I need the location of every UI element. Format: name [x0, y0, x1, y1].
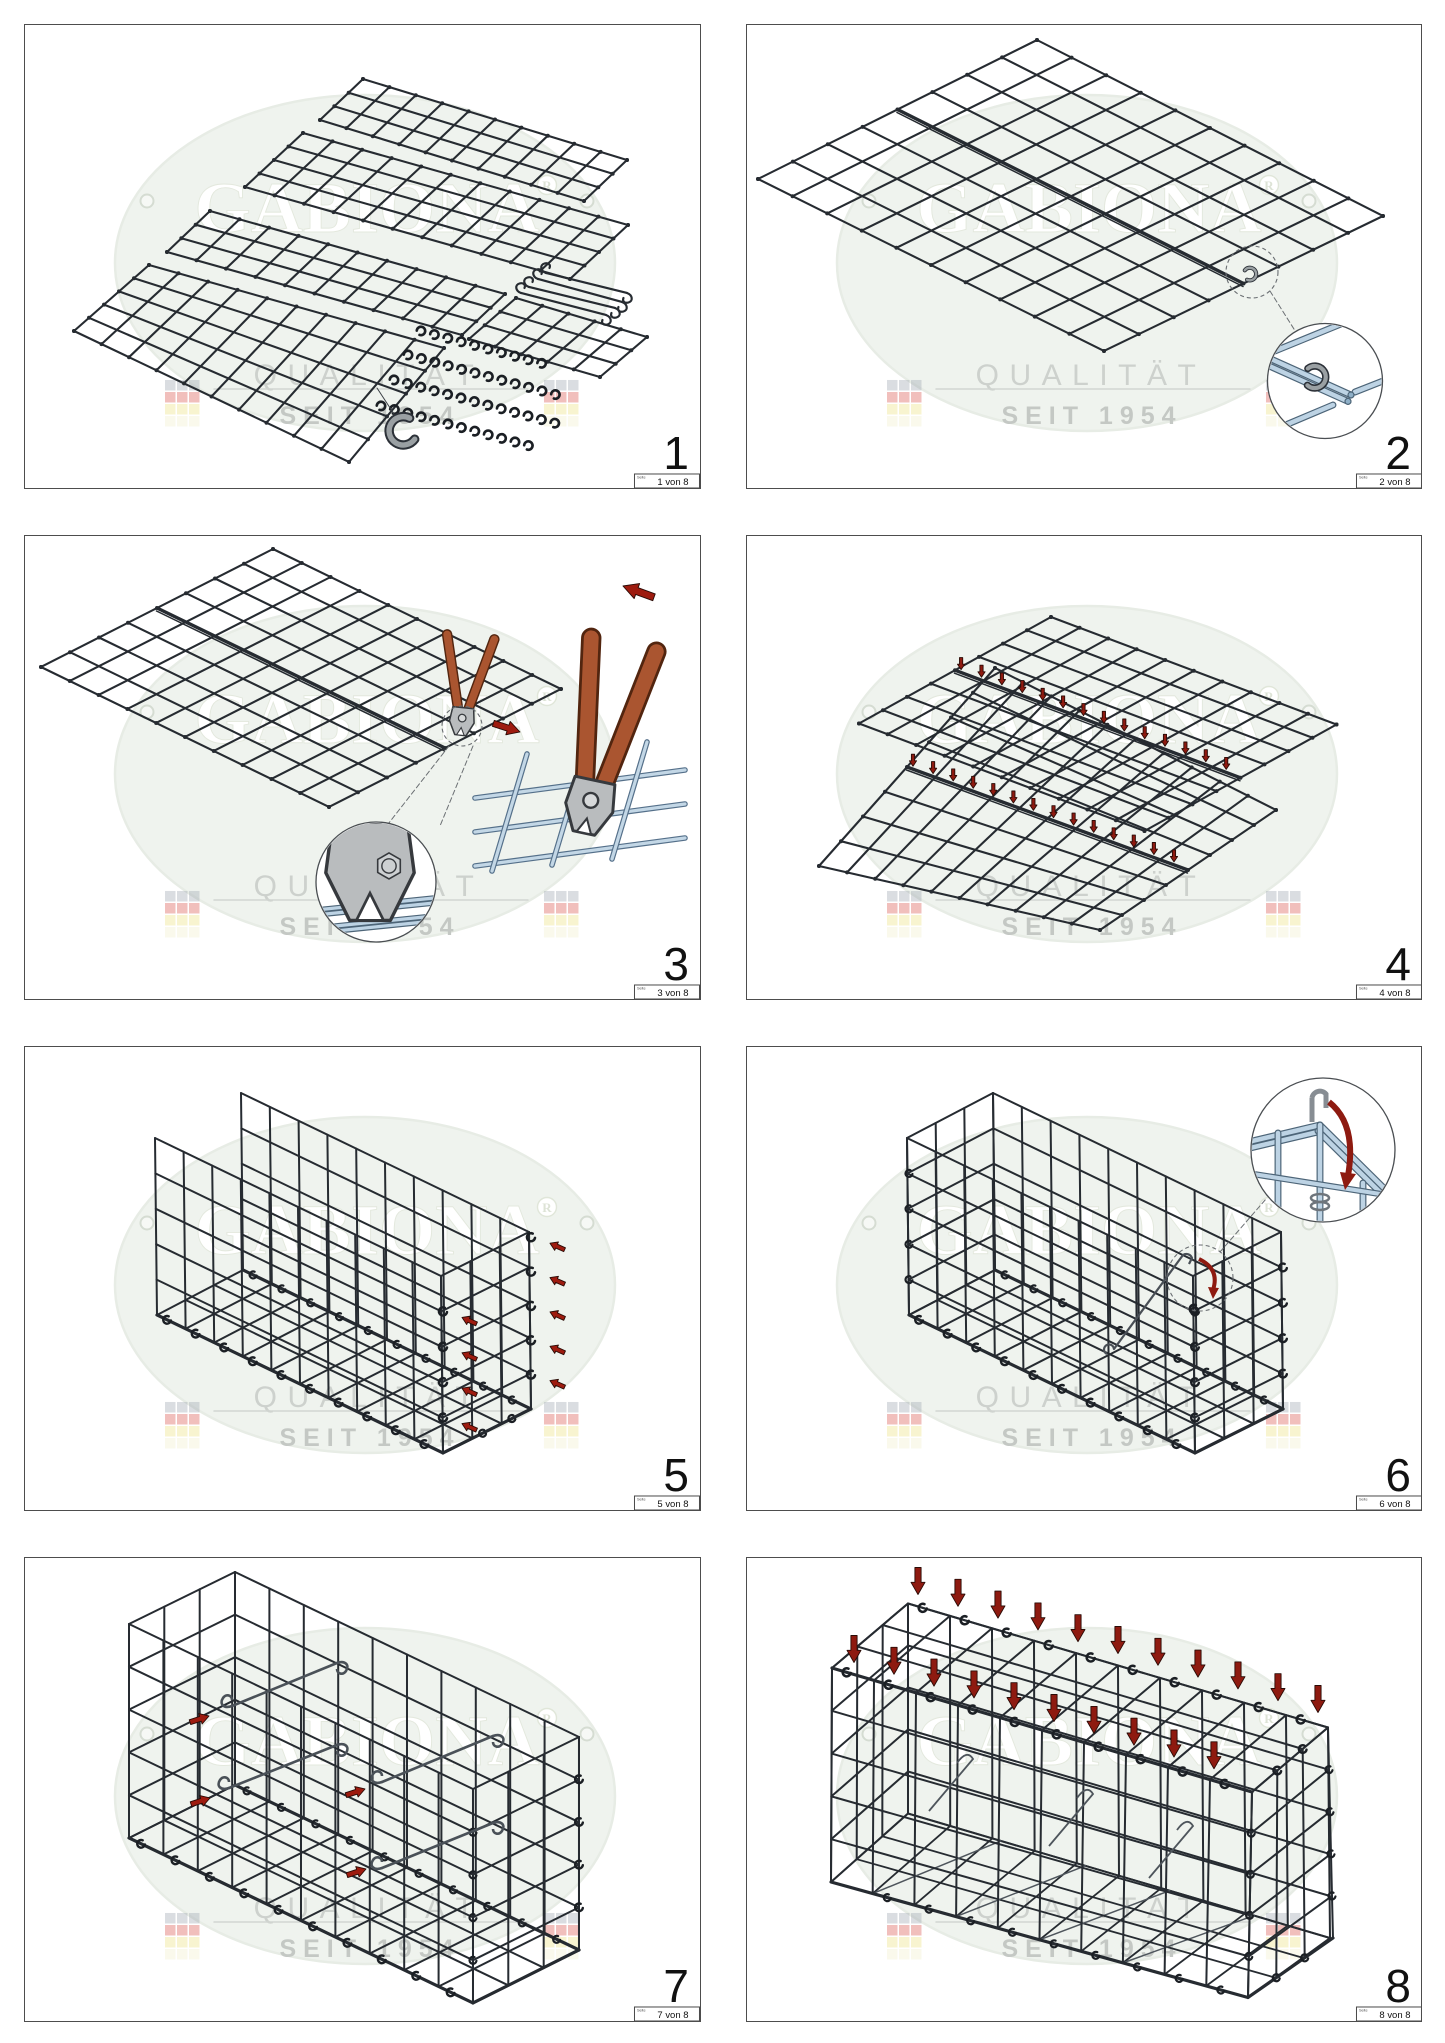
- svg-text:4: 4: [1385, 938, 1411, 990]
- svg-text:SEIT 1954: SEIT 1954: [279, 1935, 460, 1963]
- svg-text:Seite: Seite: [637, 1497, 646, 1501]
- svg-text:R: R: [1264, 1200, 1274, 1215]
- svg-text:Seite: Seite: [1359, 475, 1368, 479]
- svg-text:Seite: Seite: [637, 986, 646, 990]
- svg-text:SEIT 1954: SEIT 1954: [1001, 913, 1182, 941]
- svg-text:SEIT 1954: SEIT 1954: [1001, 401, 1182, 429]
- svg-text:Seite: Seite: [1359, 1497, 1368, 1501]
- svg-text:Seite: Seite: [1359, 2008, 1368, 2012]
- svg-text:1 von 8: 1 von 8: [657, 476, 688, 487]
- svg-text:7: 7: [663, 1960, 689, 2012]
- svg-text:SEIT 1954: SEIT 1954: [1001, 1424, 1182, 1452]
- svg-text:Seite: Seite: [637, 475, 646, 479]
- svg-text:4 von 8: 4 von 8: [1379, 988, 1410, 999]
- svg-text:6: 6: [1385, 1449, 1411, 1501]
- svg-text:8 von 8: 8 von 8: [1379, 2010, 1410, 2021]
- svg-text:6 von 8: 6 von 8: [1379, 1499, 1410, 1510]
- svg-text:1: 1: [663, 426, 689, 478]
- svg-text:R: R: [542, 1200, 552, 1215]
- svg-text:R: R: [542, 1711, 552, 1726]
- svg-text:7 von 8: 7 von 8: [657, 2010, 688, 2021]
- svg-text:5 von 8: 5 von 8: [657, 1499, 688, 1510]
- svg-text:3 von 8: 3 von 8: [657, 988, 688, 999]
- svg-text:QUALITÄT: QUALITÄT: [254, 1381, 485, 1414]
- svg-text:QUALITÄT: QUALITÄT: [975, 358, 1206, 391]
- svg-text:QUALITÄT: QUALITÄT: [975, 1892, 1206, 1925]
- svg-text:R: R: [542, 177, 552, 192]
- svg-text:5: 5: [663, 1449, 689, 1501]
- svg-text:SEIT 1954: SEIT 1954: [1001, 1935, 1182, 1963]
- svg-text:8: 8: [1385, 1960, 1411, 2012]
- svg-text:QUALITÄT: QUALITÄT: [254, 358, 485, 391]
- svg-text:2 von 8: 2 von 8: [1379, 476, 1410, 487]
- svg-text:R: R: [1264, 177, 1274, 192]
- svg-text:GABIONA: GABIONA: [194, 679, 539, 759]
- svg-text:2: 2: [1385, 426, 1411, 478]
- svg-text:Seite: Seite: [637, 2008, 646, 2012]
- svg-text:GABIONA: GABIONA: [916, 167, 1261, 247]
- svg-text:R: R: [1264, 689, 1274, 704]
- svg-text:GABIONA: GABIONA: [194, 1701, 539, 1781]
- svg-text:R: R: [1264, 1711, 1274, 1726]
- svg-text:3: 3: [663, 938, 689, 990]
- svg-text:Seite: Seite: [1359, 986, 1368, 990]
